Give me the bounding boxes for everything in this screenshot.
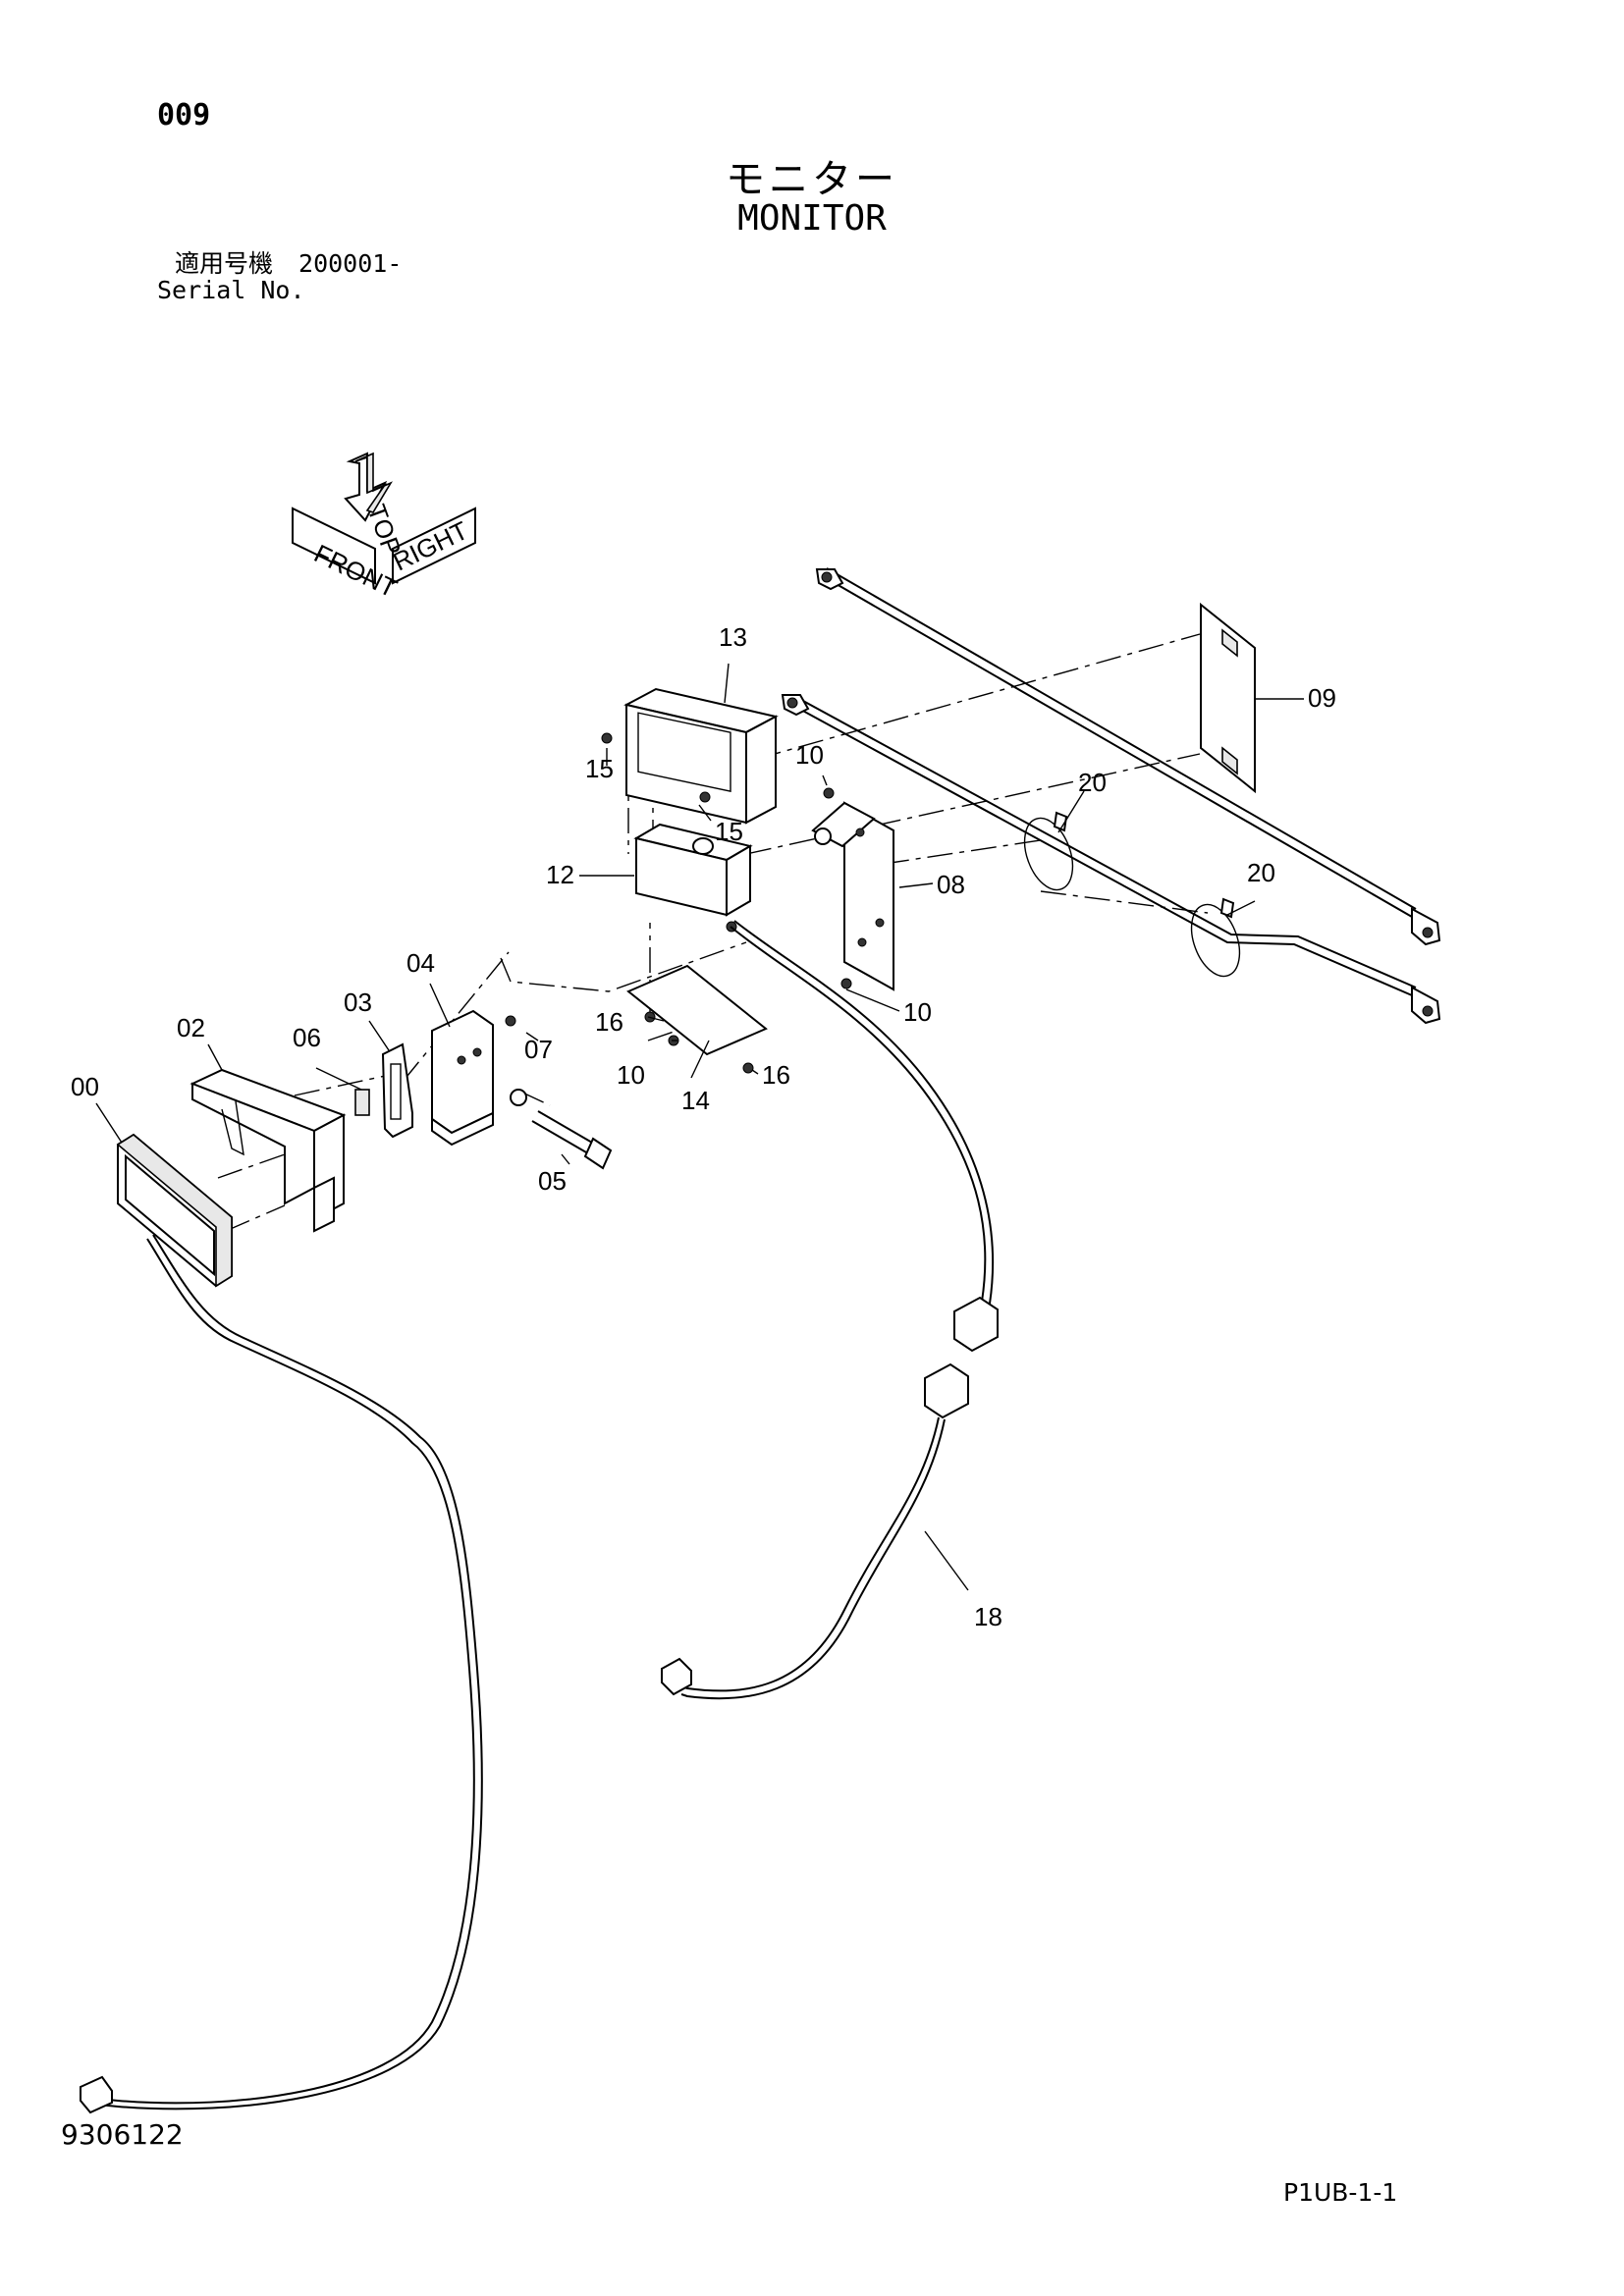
part-09-bracket-plate [1200, 602, 1256, 794]
callout-04: 04 [406, 948, 435, 978]
part-13-cover-box [623, 687, 779, 825]
callout-20-upper: 20 [1078, 768, 1107, 797]
cable-upper [815, 567, 1441, 946]
serial-label-en: Serial No. [157, 276, 305, 304]
part-02-visor [189, 1068, 347, 1233]
callout-02: 02 [177, 1013, 205, 1042]
part-03-plate [381, 1042, 413, 1139]
serial-value: 200001- [298, 249, 403, 278]
callout-00: 00 [71, 1072, 99, 1101]
part-08-bracket [811, 801, 894, 991]
callout-13: 13 [719, 622, 747, 652]
leader-lines [95, 663, 1304, 1591]
callout-12: 12 [546, 860, 574, 889]
callout-10-right: 10 [903, 997, 932, 1027]
cable-lower [781, 694, 1441, 1025]
callout-16-left: 16 [595, 1007, 623, 1037]
monitor-harness [80, 1234, 483, 2114]
callout-10-lower: 10 [617, 1060, 645, 1090]
callout-08: 08 [937, 870, 965, 899]
callout-14: 14 [681, 1086, 710, 1115]
callout-03: 03 [344, 988, 372, 1017]
page-title-jp: モニター [726, 157, 898, 202]
part-00-monitor [116, 1133, 233, 1288]
part-20-cable-ties [1023, 811, 1241, 978]
part-04-bracket [431, 1009, 494, 1147]
callout-06: 06 [293, 1023, 321, 1052]
page-code: P1UB-1-1 [1283, 2178, 1398, 2207]
part-14-plate [626, 964, 768, 1056]
callout-20-lower: 20 [1247, 858, 1275, 887]
callout-18: 18 [974, 1602, 1002, 1631]
callout-09: 09 [1308, 683, 1336, 713]
part-18-harness [661, 920, 999, 1700]
page-number: 009 [157, 98, 211, 133]
callout-16-right: 16 [762, 1060, 790, 1090]
page-title-en: MONITOR [737, 198, 887, 239]
part-06-piece [354, 1089, 370, 1116]
figure-id: 9306122 [61, 2118, 184, 2151]
serial-label-jp: 適用号機 [175, 249, 274, 278]
callout-10-upper: 10 [795, 740, 824, 770]
part-05-bolt [510, 1089, 613, 1170]
callout-05: 05 [538, 1166, 567, 1196]
callouts: 13 15 15 10 09 20 20 12 08 10 16 10 14 1… [71, 622, 1336, 1631]
orientation-indicator: FRONT RIGHT TOP [292, 452, 476, 604]
callout-15-upper: 15 [585, 754, 614, 783]
callout-15-lower: 15 [715, 817, 743, 846]
serial-block: 適用号機 200001- Serial No. [157, 250, 402, 303]
callout-07: 07 [524, 1035, 553, 1064]
